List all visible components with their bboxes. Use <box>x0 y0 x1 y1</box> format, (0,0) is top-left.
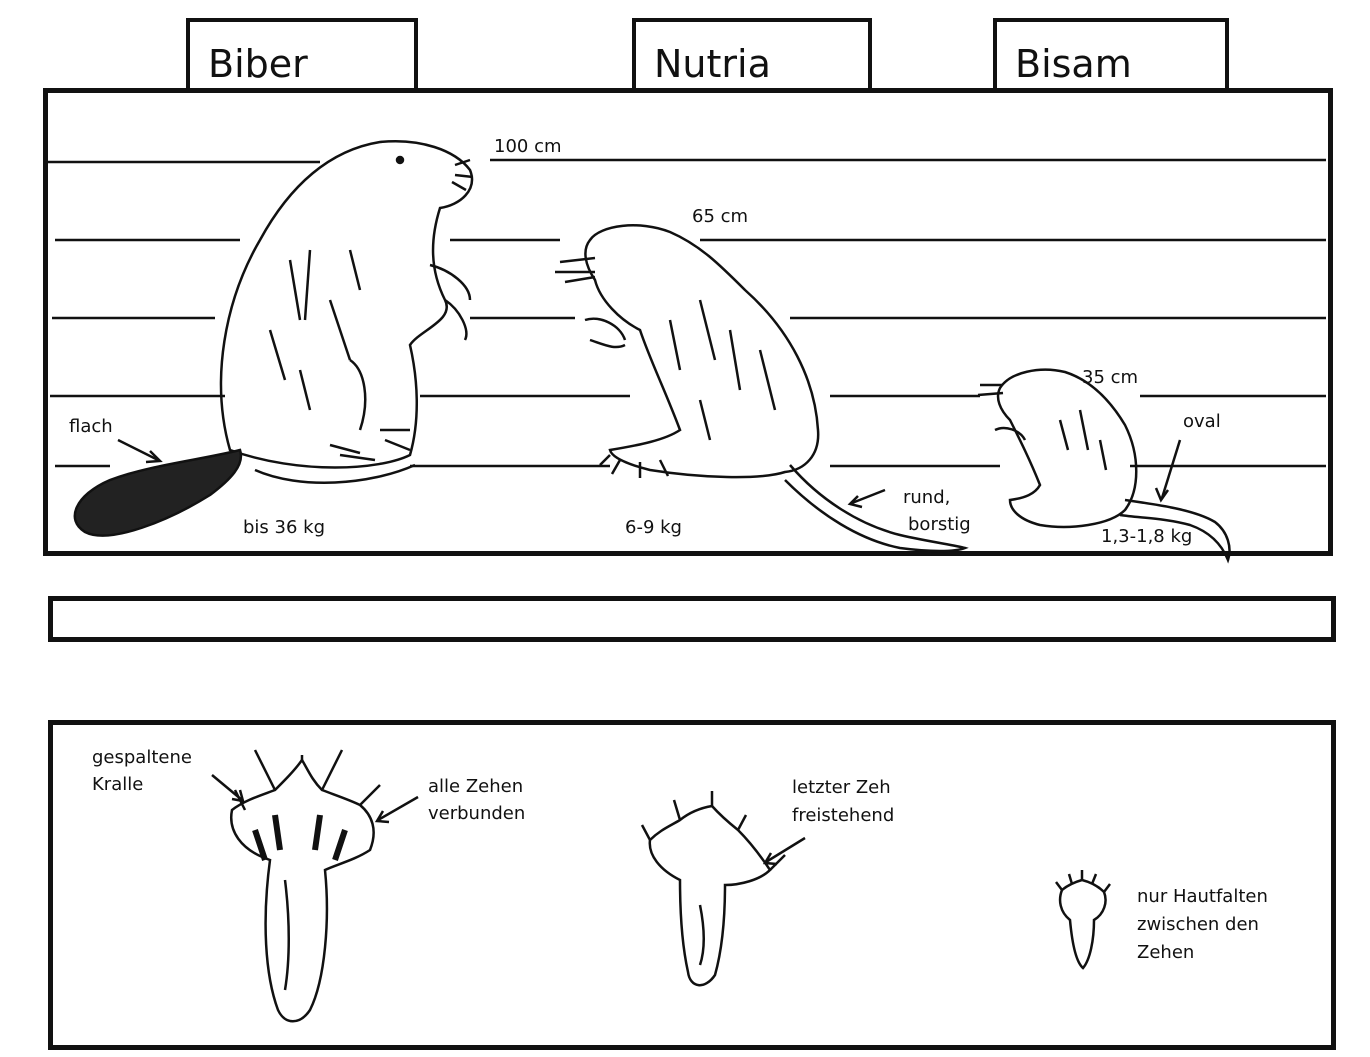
beaver-toes-label-2: verbunden <box>428 800 525 828</box>
nutria-toe-label-2: freistehend <box>792 802 894 830</box>
muskrat-weight-label: 1,3-1,8 kg <box>1101 523 1192 551</box>
beaver-height-label: 100 cm <box>494 133 562 161</box>
muskrat-toes-label-1: nur Hautfalten <box>1137 883 1268 911</box>
beaver-toes-arrow <box>377 797 418 822</box>
nutria-tail-label-2: borstig <box>908 511 971 539</box>
beaver-toes-label-1: alle Zehen <box>428 773 523 801</box>
height-lines <box>48 160 1326 466</box>
beaver-tail <box>75 450 241 536</box>
nutria-footprint <box>642 791 785 985</box>
muskrat-height-label: 35 cm <box>1082 364 1138 392</box>
beaver-claw-label-1: gespaltene <box>92 744 192 772</box>
muskrat-toes-label-2: zwischen den <box>1137 911 1259 939</box>
beaver-tail-arrow <box>118 440 160 462</box>
beaver-footprint <box>231 750 380 1021</box>
beaver-drawing <box>221 141 473 482</box>
nutria-height-label: 65 cm <box>692 203 748 231</box>
beaver-tail-label: flach <box>69 413 113 441</box>
nutria-tail-label-1: rund, <box>903 484 950 512</box>
nutria-tail-arrow <box>850 490 885 507</box>
muskrat-toes-label-3: Zehen <box>1137 939 1194 967</box>
beaver-weight-label: bis 36 kg <box>243 514 325 542</box>
muskrat-tail-label: oval <box>1183 408 1221 436</box>
beaver-claw-arrow <box>212 775 243 801</box>
nutria-weight-label: 6-9 kg <box>625 514 682 542</box>
nutria-toe-label-1: letzter Zeh <box>792 774 891 802</box>
muskrat-tail-arrow <box>1156 440 1180 500</box>
muskrat-footprint <box>1056 870 1110 968</box>
beaver-claw-label-2: Kralle <box>92 771 143 799</box>
nutria-toe-arrow <box>765 838 805 864</box>
